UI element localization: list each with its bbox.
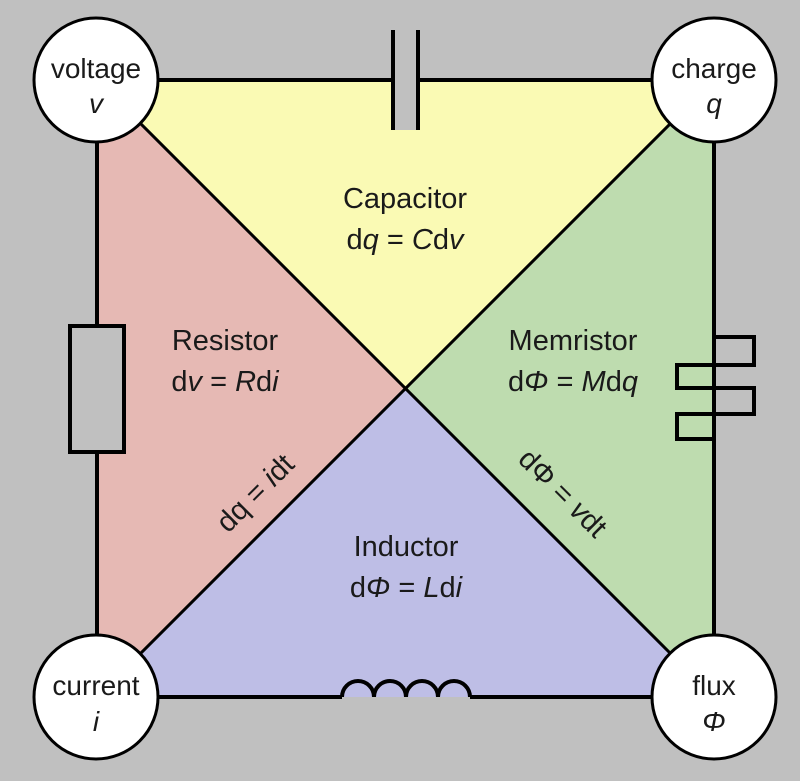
node-flux-symbol: Φ [702,706,725,737]
capacitor-region [97,80,714,388]
capacitor-gap [395,30,416,130]
node-voltage-circle [32,16,160,144]
node-current-circle [32,633,160,761]
memristor-title: Memristor [509,325,638,357]
node-voltage-symbol: v [89,88,105,119]
memristor-symbol [675,335,756,441]
capacitor-symbol [391,30,420,130]
node-flux: flux Φ [650,633,778,761]
node-flux-circle [650,633,778,761]
resistor-equation: dv = Rdi [171,366,280,398]
inductor-equation: dΦ = Ldi [350,572,464,604]
node-current: current i [32,633,160,761]
node-charge: charge q [650,16,778,144]
memristor-region [404,80,714,697]
node-flux-word: flux [692,670,736,701]
node-charge-word: charge [671,53,757,84]
resistor-title: Resistor [172,325,279,357]
node-charge-circle [650,16,778,144]
node-current-word: current [52,670,139,701]
node-charge-symbol: q [706,88,722,119]
capacitor-equation: dq = Cdv [347,224,465,256]
inductor-symbol [340,679,472,698]
inductor-region [97,388,714,697]
node-voltage-word: voltage [51,53,141,84]
node-current-symbol: i [93,706,100,737]
node-voltage: voltage v [32,16,160,144]
resistor-symbol [68,324,126,454]
capacitor-title: Capacitor [343,183,467,215]
memristor-equation: dΦ = Mdq [508,366,638,398]
resistor-region [97,80,404,697]
diagonal-charge-current [95,78,716,699]
inductor-title: Inductor [354,531,459,563]
